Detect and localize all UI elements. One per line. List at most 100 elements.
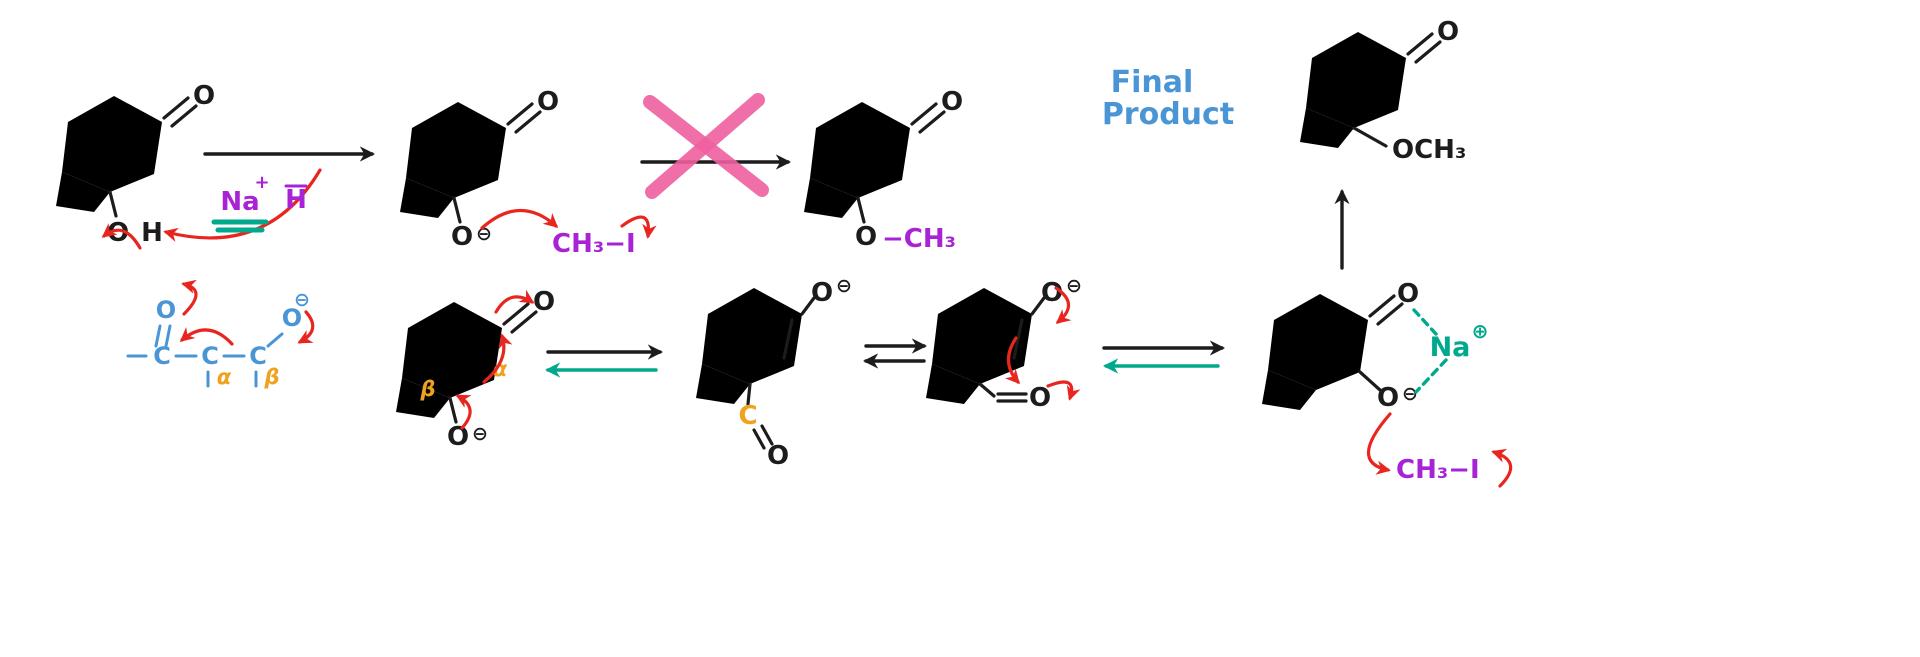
- equilibrium-arrows-3: [1102, 340, 1226, 374]
- c-o-double-bond: [502, 302, 530, 326]
- chain-bond: [978, 382, 996, 398]
- fragment-c-o-bond: [266, 332, 284, 348]
- alkoxide-oxygen-label: O: [447, 422, 469, 452]
- sodium-chelate-structure: O O ⊖ Na ⊕: [1262, 279, 1489, 475]
- alkoxide-minus-charge: ⊖: [476, 223, 492, 245]
- methyl-iodide-reagent-1: CH₃−I: [552, 215, 657, 259]
- aldehyde-double-bond: [760, 424, 774, 446]
- enol-double-bond: [782, 318, 794, 360]
- adamantane-cage: [56, 96, 162, 212]
- c-o-double-bond: [1406, 32, 1434, 56]
- c-o-single-bond: [1358, 370, 1382, 392]
- alkoxide-minus-charge: ⊖: [1402, 383, 1418, 405]
- sn2-attack-arrow: [480, 208, 559, 230]
- sodium-plus-charge: ⊕: [1472, 319, 1489, 343]
- enolate-oxygen-label: O: [811, 278, 833, 308]
- alkoxide-push-arrow: [455, 394, 472, 430]
- alpha-position-label: α: [217, 365, 232, 389]
- c-o-double-bond: [514, 110, 542, 134]
- methyl-iodide-label: CH₃−I: [1396, 455, 1480, 485]
- adamantane-cage: [1262, 294, 1368, 410]
- aldehyde-oxygen-label: O: [767, 441, 789, 471]
- c-o-single-bond: [1352, 126, 1388, 148]
- cross-out-stroke: [645, 93, 765, 199]
- oxygen-to-bond-arrow: [1054, 286, 1072, 324]
- alkoxide-attack-arrow: [1366, 412, 1392, 475]
- c-o-single-bond: [452, 196, 462, 224]
- adamantane-cage: [1300, 32, 1406, 148]
- c-o-double-bond: [1376, 302, 1404, 326]
- c-o-double-bond: [1414, 40, 1442, 64]
- fragment-alkoxide-oxygen: O: [282, 304, 302, 332]
- final-product-label-line1: Final: [1111, 65, 1194, 100]
- sodium-coordination-dash: [1412, 308, 1438, 336]
- chain-bond: [746, 382, 752, 406]
- c-o-single-bond: [448, 396, 458, 424]
- c-o-double-bond: [162, 96, 190, 120]
- c-c-cleavage-arrow: [482, 333, 513, 384]
- ether-oxygen-label: O: [855, 222, 877, 252]
- fragment-bond-cleavage-arrow: [179, 327, 234, 346]
- aldehyde-oxygen-label: O: [1029, 383, 1051, 413]
- c-o-double-bond: [918, 110, 946, 134]
- fragment-minus-charge: ⊖: [294, 289, 310, 311]
- ketone-oxygen-label: O: [1397, 279, 1419, 309]
- blocked-reaction: [640, 93, 792, 199]
- beta-position-label: β: [263, 365, 279, 389]
- iodide-leaving-arrow: [1491, 448, 1513, 488]
- c-o-double-bond: [910, 102, 938, 126]
- sodium-cation-label: Na: [1430, 332, 1471, 363]
- beta-carbon-label: β: [419, 377, 435, 401]
- c-o-double-bond: [1368, 294, 1396, 318]
- ether-methyl-label: −CH₃: [882, 224, 956, 254]
- enolate-minus-charge: ⊖: [1066, 275, 1082, 297]
- fragment-c-o-double-bond: [164, 324, 172, 348]
- adamantane-cage: [804, 102, 910, 218]
- alkoxide-oxygen-label: O: [451, 222, 473, 252]
- final-product-structure: O OCH₃: [1300, 17, 1466, 165]
- fragment-alkoxide-push-arrow: [297, 310, 315, 344]
- c-o-single-bond: [108, 190, 118, 218]
- sodium-coordination-dash: [1414, 358, 1448, 394]
- adamantanol-structure: O O H: [56, 81, 322, 250]
- c-o-single-bond: [856, 196, 866, 224]
- hydroxyl-hydrogen-label: H: [141, 218, 163, 248]
- fragment-pi-to-oxygen-arrow: [181, 279, 198, 316]
- enolate-minus-charge: ⊖: [836, 275, 852, 297]
- retro-aldol-start-structure: O O ⊖ α β: [396, 287, 555, 452]
- ketone-oxygen-label: O: [941, 87, 963, 117]
- ketone-oxygen-label: O: [193, 81, 215, 111]
- sodium-plus-charge: +: [254, 172, 269, 193]
- fragment-carbonyl-carbon: C: [153, 342, 171, 370]
- enol-double-bond: [1012, 318, 1024, 360]
- c-o-double-bond: [170, 104, 198, 128]
- methyl-iodide-reagent-2: CH₃−I: [1396, 448, 1513, 488]
- c-o-double-bond: [510, 310, 538, 334]
- ketone-oxygen-label: O: [1437, 17, 1459, 47]
- fragment-c-o-double-bond: [154, 324, 162, 348]
- sodium-hydride-reagent: Na + H: [211, 172, 308, 233]
- ring-opened-enolate-structure: O ⊖ C O: [696, 275, 852, 471]
- methoxy-group-label: OCH₃: [1392, 135, 1466, 165]
- fragment-carbonyl-oxygen: O: [156, 296, 176, 324]
- equilibrium-arrows-1: [544, 344, 664, 378]
- aldehyde-carbon-label: C: [738, 401, 757, 431]
- carbonyl-pi-arrow: [1046, 380, 1081, 401]
- enolate-attack-arrow: [1004, 336, 1020, 385]
- aldehyde-double-bond: [752, 428, 766, 450]
- methyl-ether-structure: O O −CH₃: [804, 87, 963, 254]
- iodide-leaving-arrow: [620, 215, 657, 239]
- sodium-label: Na: [220, 187, 259, 217]
- methyl-iodide-label: CH₃−I: [552, 229, 636, 259]
- adamantane-cage: [400, 102, 506, 218]
- o-h-bond-electron-arrow: [101, 223, 142, 250]
- fragment-beta-carbon: C: [249, 342, 267, 370]
- equilibrium-arrows-2: [862, 338, 928, 369]
- final-product-label: Final Product: [1102, 65, 1234, 132]
- c-o-single-bond: [800, 296, 816, 316]
- fragment-alpha-carbon: C: [201, 342, 219, 370]
- carbonyl-fragment-diagram: O C C α C β O ⊖: [126, 279, 315, 389]
- ketone-oxygen-label: O: [533, 287, 555, 317]
- ketone-oxygen-label: O: [537, 87, 559, 117]
